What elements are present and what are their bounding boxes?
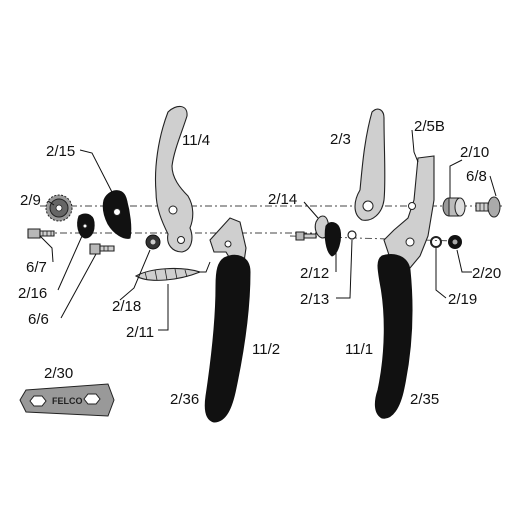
label-2-11: 2/11 bbox=[126, 324, 154, 341]
label-2-35: 2/35 bbox=[410, 391, 439, 408]
wrench-logo: FELCO bbox=[52, 396, 83, 406]
label-11-2: 11/2 bbox=[252, 341, 280, 358]
label-11-1: 11/1 bbox=[345, 341, 373, 358]
label-2-13: 2/13 bbox=[300, 291, 329, 308]
upper-handle-right bbox=[374, 155, 435, 419]
part-labels: 2/15 11/4 2/9 6/7 2/16 6/6 2/18 2/11 11/… bbox=[18, 118, 501, 408]
label-2-12: 2/12 bbox=[300, 265, 329, 282]
label-2-18: 2/18 bbox=[112, 298, 141, 315]
bolt-6-8 bbox=[475, 196, 501, 218]
nut-2-20 bbox=[448, 235, 462, 249]
label-2-10: 2/10 bbox=[460, 144, 489, 161]
bushing-2-10 bbox=[442, 197, 466, 217]
label-2-36: 2/36 bbox=[170, 391, 199, 408]
nut-2-18 bbox=[145, 234, 161, 250]
washer-2-13 bbox=[347, 230, 357, 240]
cam-plate-2-15 bbox=[102, 190, 132, 239]
leader-lines bbox=[39, 129, 497, 331]
screw-6-6 bbox=[89, 243, 115, 255]
label-6-7: 6/7 bbox=[26, 259, 47, 276]
label-2-15: 2/15 bbox=[46, 143, 75, 160]
label-2-5B: 2/5B bbox=[414, 118, 445, 135]
lower-axis-right bbox=[289, 235, 456, 242]
wrench-2-30: FELCO bbox=[19, 383, 115, 417]
label-6-6: 6/6 bbox=[28, 311, 49, 328]
ring-2-19 bbox=[430, 236, 442, 248]
screw-2-14 bbox=[295, 231, 317, 241]
assembly-axis-lines bbox=[30, 205, 505, 242]
screw-6-7 bbox=[27, 228, 55, 239]
counter-blade-right bbox=[354, 108, 386, 221]
label-11-4: 11/4 bbox=[182, 132, 210, 149]
spring-2-11 bbox=[134, 268, 202, 281]
label-2-20: 2/20 bbox=[472, 265, 501, 282]
toothed-wheel-2-9 bbox=[45, 194, 73, 222]
label-2-3: 2/3 bbox=[330, 131, 351, 148]
plate-2-12 bbox=[324, 222, 341, 257]
label-6-8: 6/8 bbox=[466, 168, 487, 185]
label-2-19: 2/19 bbox=[448, 291, 477, 308]
label-2-9: 2/9 bbox=[20, 192, 41, 209]
label-2-16: 2/16 bbox=[18, 285, 47, 302]
lower-handle-left bbox=[204, 217, 251, 423]
label-2-30: 2/30 bbox=[44, 365, 73, 382]
clip-2-16 bbox=[77, 213, 95, 239]
upper-blade-left bbox=[154, 105, 194, 253]
label-2-14: 2/14 bbox=[268, 191, 297, 208]
